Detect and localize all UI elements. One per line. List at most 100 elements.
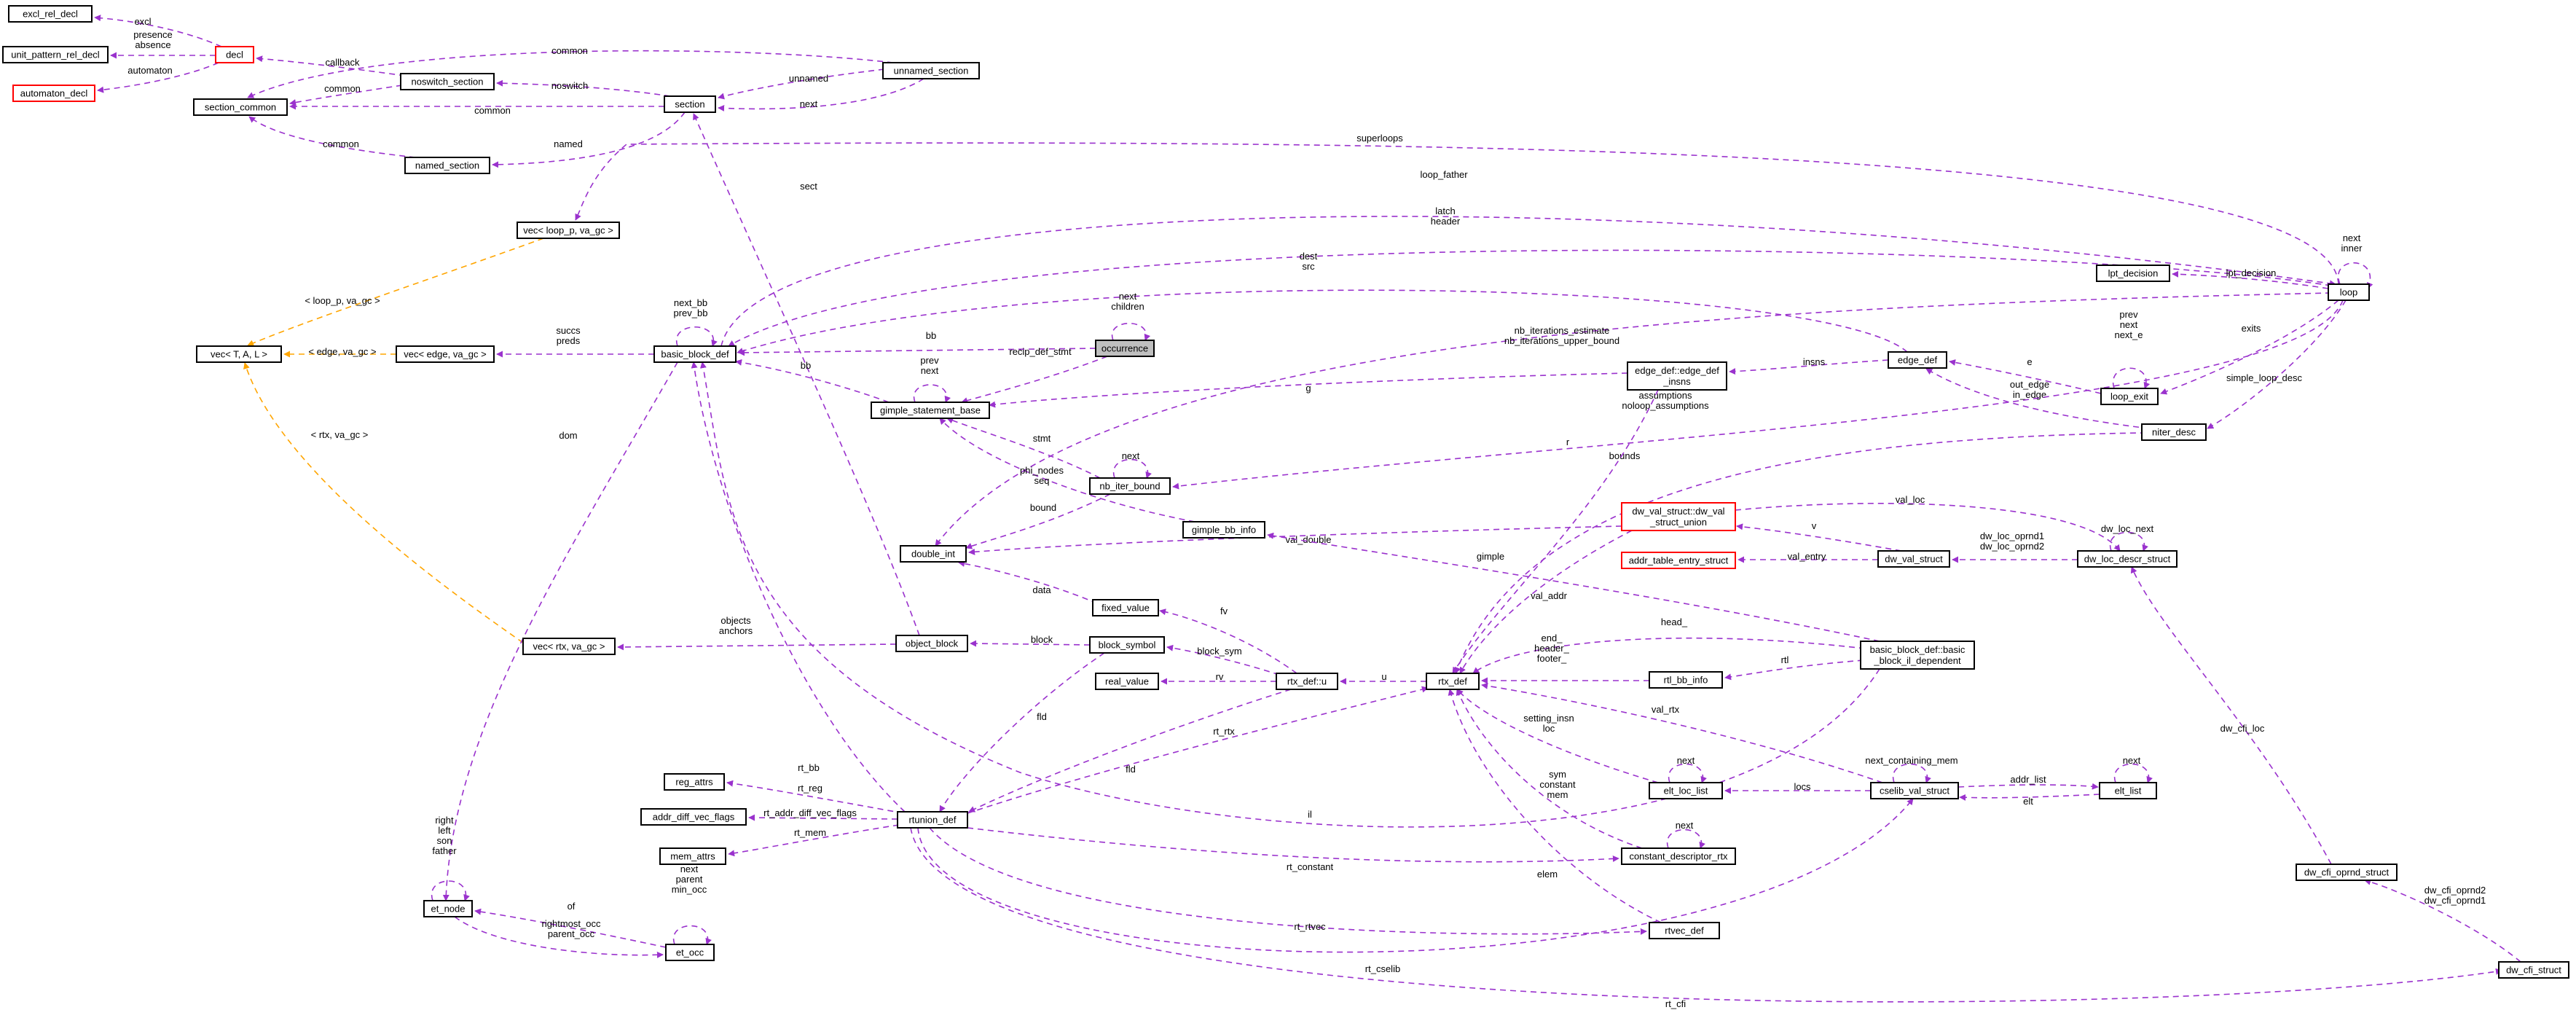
edge-line [1736,523,1902,552]
class-node-lpt-decision[interactable]: lpt_decision [2096,265,2170,282]
node-box [900,545,967,563]
edge-cselib-val-struct-to-rtx-def: val_rtx [1481,682,1883,783]
edge-line [735,359,890,403]
edge-occurrence-to-basic-block-def: bb [738,330,1096,356]
node-box [871,402,990,419]
class-node-section-common[interactable]: section_common [193,98,288,116]
class-node-addr-table-entry-struct[interactable]: addr_table_entry_struct [1621,552,1736,569]
edge-label: superloops [1356,133,1403,144]
class-node-rtx-def-u[interactable]: rtx_def::u [1276,673,1338,690]
class-node-decl[interactable]: decl [215,46,254,63]
class-node-real-value[interactable]: real_value [1095,673,1159,690]
class-node-noswitch-section[interactable]: noswitch_section [400,73,495,90]
class-node-et-node[interactable]: et_node [423,900,473,917]
edge-rtx-def-u-to-block-symbol: block_sym [1166,644,1280,676]
class-node-edge-def-insns[interactable]: edge_def::edge_def_insns [1627,361,1727,391]
node-box [196,345,282,363]
class-node-named-section[interactable]: named_section [404,157,490,174]
class-node-constant-descriptor-rtx[interactable]: constant_descriptor_rtx [1621,847,1736,865]
class-node-section[interactable]: section [664,95,716,113]
edge-label: addr_list [2010,774,2046,785]
edge-line [1957,783,2099,790]
edge-label: end_header_footer_ [1534,633,1569,664]
node-label: vec< rtx, va_gc > [533,641,605,652]
edge-line [737,289,1908,354]
class-node-object-block[interactable]: object_block [895,635,968,652]
node-box [1649,671,1723,689]
edge-section-to-noswitch-section: noswitch [496,79,671,97]
edge-line [289,85,403,106]
class-node-niter-desc[interactable]: niter_desc [2141,423,2207,441]
class-node-elt-list[interactable]: elt_list [2099,782,2157,799]
class-node-rtl-bb-info[interactable]: rtl_bb_info [1649,671,1723,689]
edge-rtunion-def-to-addr-diff-vec-flags: rt_addr_diff_vec_flags [748,807,898,821]
node-label: dw_val_struct [1885,554,1943,565]
node-box [2,46,109,63]
class-node-loop-exit[interactable]: loop_exit [2100,388,2159,405]
class-node-elt-loc-list[interactable]: elt_loc_list [1649,782,1723,799]
edge-occurrence-to-gimple-statement-base: recip_def_stmt [961,346,1108,404]
edge-dw-loc-descr-struct-to-dw-loc-descr-struct: dw_loc_next [2101,523,2154,552]
edge-rtx-def-u-to-rtunion-def: fld [968,689,1292,813]
class-node-vec-rtx[interactable]: vec< rtx, va_gc > [522,638,616,655]
class-node-et-occ[interactable]: et_occ [665,944,715,961]
class-node-rtx-def[interactable]: rtx_def [1426,673,1480,690]
edge-line [2207,299,2347,429]
edge-label: block [1031,634,1053,645]
class-node-fixed-value[interactable]: fixed_value [1092,599,1159,616]
class-node-rtunion-def[interactable]: rtunion_def [897,811,968,829]
class-node-mem-attrs[interactable]: mem_attrs [659,847,726,865]
class-node-bb-il-dependent[interactable]: basic_block_def::basic_block_il_dependen… [1860,641,1975,670]
class-node-gimple-bb-info[interactable]: gimple_bb_info [1182,521,1265,539]
class-node-vec-edge[interactable]: vec< edge, va_gc > [396,345,495,363]
class-node-edge-def[interactable]: edge_def [1888,351,1947,369]
edge-bb-il-dependent-to-basic-block-def: il [699,361,1880,828]
class-node-addr-diff-vec-flags[interactable]: addr_diff_vec_flags [640,808,747,826]
class-node-dw-loc-descr-struct[interactable]: dw_loc_descr_struct [2077,550,2178,568]
class-node-gimple-statement-base[interactable]: gimple_statement_base [871,402,990,419]
node-label: occurrence [1102,343,1148,354]
class-node-vec-T[interactable]: vec< T, A, L > [196,345,282,363]
class-node-dw-val-union[interactable]: dw_val_struct::dw_val_struct_union [1621,502,1736,531]
class-node-basic-block-def[interactable]: basic_block_def [653,345,737,363]
class-node-reg-attrs[interactable]: reg_attrs [664,773,725,791]
edge-line [1925,368,2150,429]
node-label: mem_attrs [670,851,715,862]
edge-bb-il-dependent-to-rtx-def: head_ [1472,616,1866,674]
class-node-unnamed-section[interactable]: unnamed_section [882,62,980,79]
class-node-loop[interactable]: loop [2328,283,2370,301]
class-node-double-int[interactable]: double_int [900,545,967,563]
edge-label: next [800,98,818,109]
class-node-automaton-decl[interactable]: automaton_decl [12,85,95,102]
node-box [396,345,495,363]
edge-line [720,216,2336,347]
class-node-unit-pattern-rel-decl[interactable]: unit_pattern_rel_decl [2,46,109,63]
node-box [2096,265,2170,282]
edge-label: noswitch [551,80,589,91]
class-node-nb-iter-bound[interactable]: nb_iter_bound [1089,477,1171,495]
node-label: cselib_val_struct [1880,786,1949,796]
class-node-rtvec-def[interactable]: rtvec_def [1649,922,1720,939]
edge-line [1267,532,1880,642]
class-node-dw-cfi-oprnd-struct[interactable]: dw_cfi_oprnd_struct [2296,864,2398,881]
class-node-dw-val-struct[interactable]: dw_val_struct [1877,550,1950,568]
edge-line [1735,503,2121,552]
class-node-excl-rel-decl[interactable]: excl_rel_decl [8,5,93,23]
class-node-vec-loop[interactable]: vec< loop_p, va_gc > [517,222,620,239]
edge-label: lpt_decision [2226,267,2277,278]
class-node-occurrence[interactable]: occurrence [1095,340,1155,357]
class-node-cselib-val-struct[interactable]: cselib_val_struct [1870,782,1959,799]
class-node-dw-cfi-struct[interactable]: dw_cfi_struct [2498,961,2569,979]
class-node-block-symbol[interactable]: block_symbol [1089,636,1165,654]
edge-line [431,880,470,901]
edge-rtunion-def-to-cselib-val-struct: rt_cselib [917,798,1914,974]
edge-rtx-def-u-to-fixed-value: fv [1159,606,1297,674]
